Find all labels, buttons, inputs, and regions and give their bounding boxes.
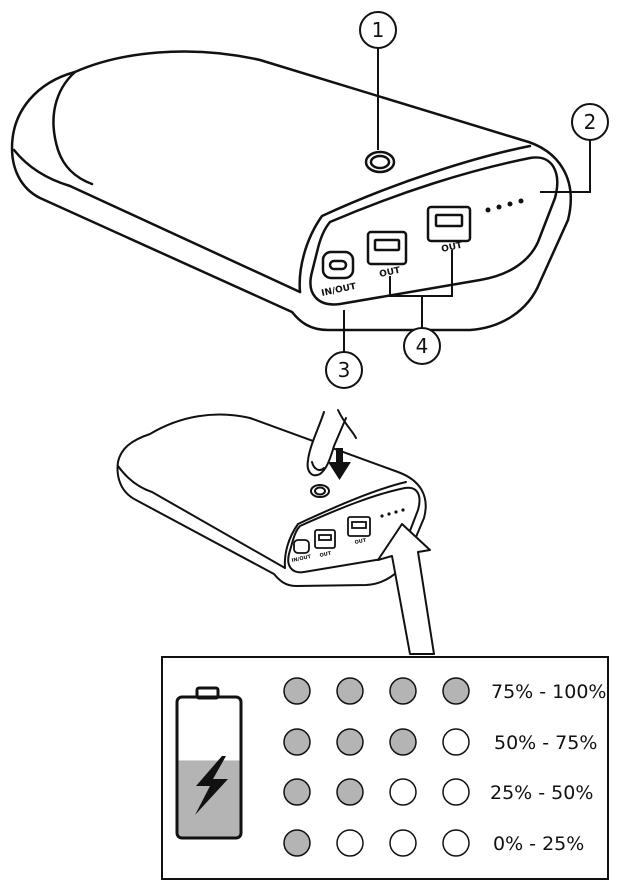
led-on xyxy=(283,728,311,756)
power-button-small[interactable] xyxy=(310,484,330,498)
led-grid xyxy=(283,677,470,857)
level-label: 50% - 75% xyxy=(494,732,597,754)
down-arrow-icon xyxy=(328,448,351,480)
battery-legend: 75% - 100% 50% - 75% 25% - 50% 0% - 25% xyxy=(161,656,609,880)
callout-3: 3 xyxy=(325,351,363,389)
usb-a-port-small-1 xyxy=(314,529,336,549)
power-bank-large xyxy=(10,50,572,332)
led-off xyxy=(389,778,417,806)
led-on xyxy=(389,677,417,705)
svg-text:3: 3 xyxy=(338,358,351,382)
led-dot xyxy=(394,510,398,514)
level-label: 0% - 25% xyxy=(493,833,584,855)
lightning-bolt-icon xyxy=(195,756,228,815)
usb-c-port-small xyxy=(293,539,310,554)
usb-a-port-2[interactable] xyxy=(426,205,472,243)
device-front-rim xyxy=(298,144,532,294)
callout-1: 1 xyxy=(359,11,397,49)
led-dot xyxy=(507,201,513,207)
led-on xyxy=(336,778,364,806)
device-top-edge xyxy=(12,148,302,294)
svg-text:1: 1 xyxy=(372,18,385,42)
usb-a-label-1: OUT xyxy=(379,266,403,280)
usb-a-label-small-1: OUT xyxy=(319,551,332,559)
battery-charging-icon xyxy=(175,686,243,840)
led-dot xyxy=(485,207,491,213)
svg-text:2: 2 xyxy=(584,110,597,134)
device-top-edge xyxy=(117,465,286,569)
usb-c-port[interactable] xyxy=(321,250,355,280)
led-dot xyxy=(401,508,405,512)
led-on xyxy=(336,677,364,705)
led-dot xyxy=(387,512,391,516)
device-front-rim xyxy=(283,481,407,569)
legend-frame xyxy=(161,656,609,880)
led-dot xyxy=(380,514,384,518)
svg-text:4: 4 xyxy=(416,334,429,358)
led-on xyxy=(283,677,311,705)
led-off xyxy=(442,829,470,857)
led-on xyxy=(283,778,311,806)
led-dot xyxy=(496,204,502,210)
led-indicators xyxy=(485,198,524,213)
led-on xyxy=(389,728,417,756)
callout-2: 2 xyxy=(571,103,609,141)
power-button[interactable] xyxy=(364,150,396,174)
led-on xyxy=(283,829,311,857)
led-on xyxy=(336,728,364,756)
level-label: 75% - 100% xyxy=(491,681,606,703)
device-left-seam xyxy=(52,70,94,186)
led-indicators-small xyxy=(380,508,405,518)
level-label: 25% - 50% xyxy=(490,782,593,804)
usb-a-port-small-2 xyxy=(347,516,371,537)
legend-pointer-arrow xyxy=(377,523,435,655)
led-off xyxy=(336,829,364,857)
led-off xyxy=(389,829,417,857)
callout-4: 4 xyxy=(403,327,441,365)
finger-press-icon xyxy=(306,409,357,477)
led-off xyxy=(442,728,470,756)
usb-c-label-small: IN/OUT xyxy=(291,554,312,564)
level-labels: 75% - 100% 50% - 75% 25% - 50% 0% - 25% xyxy=(490,681,606,855)
led-dot xyxy=(518,198,524,204)
led-on xyxy=(442,677,470,705)
usb-a-label-2: OUT xyxy=(441,241,465,255)
led-off xyxy=(442,778,470,806)
usb-a-port-1[interactable] xyxy=(366,230,408,266)
callout-lines xyxy=(343,48,591,352)
usb-a-label-small-2: OUT xyxy=(354,538,367,546)
